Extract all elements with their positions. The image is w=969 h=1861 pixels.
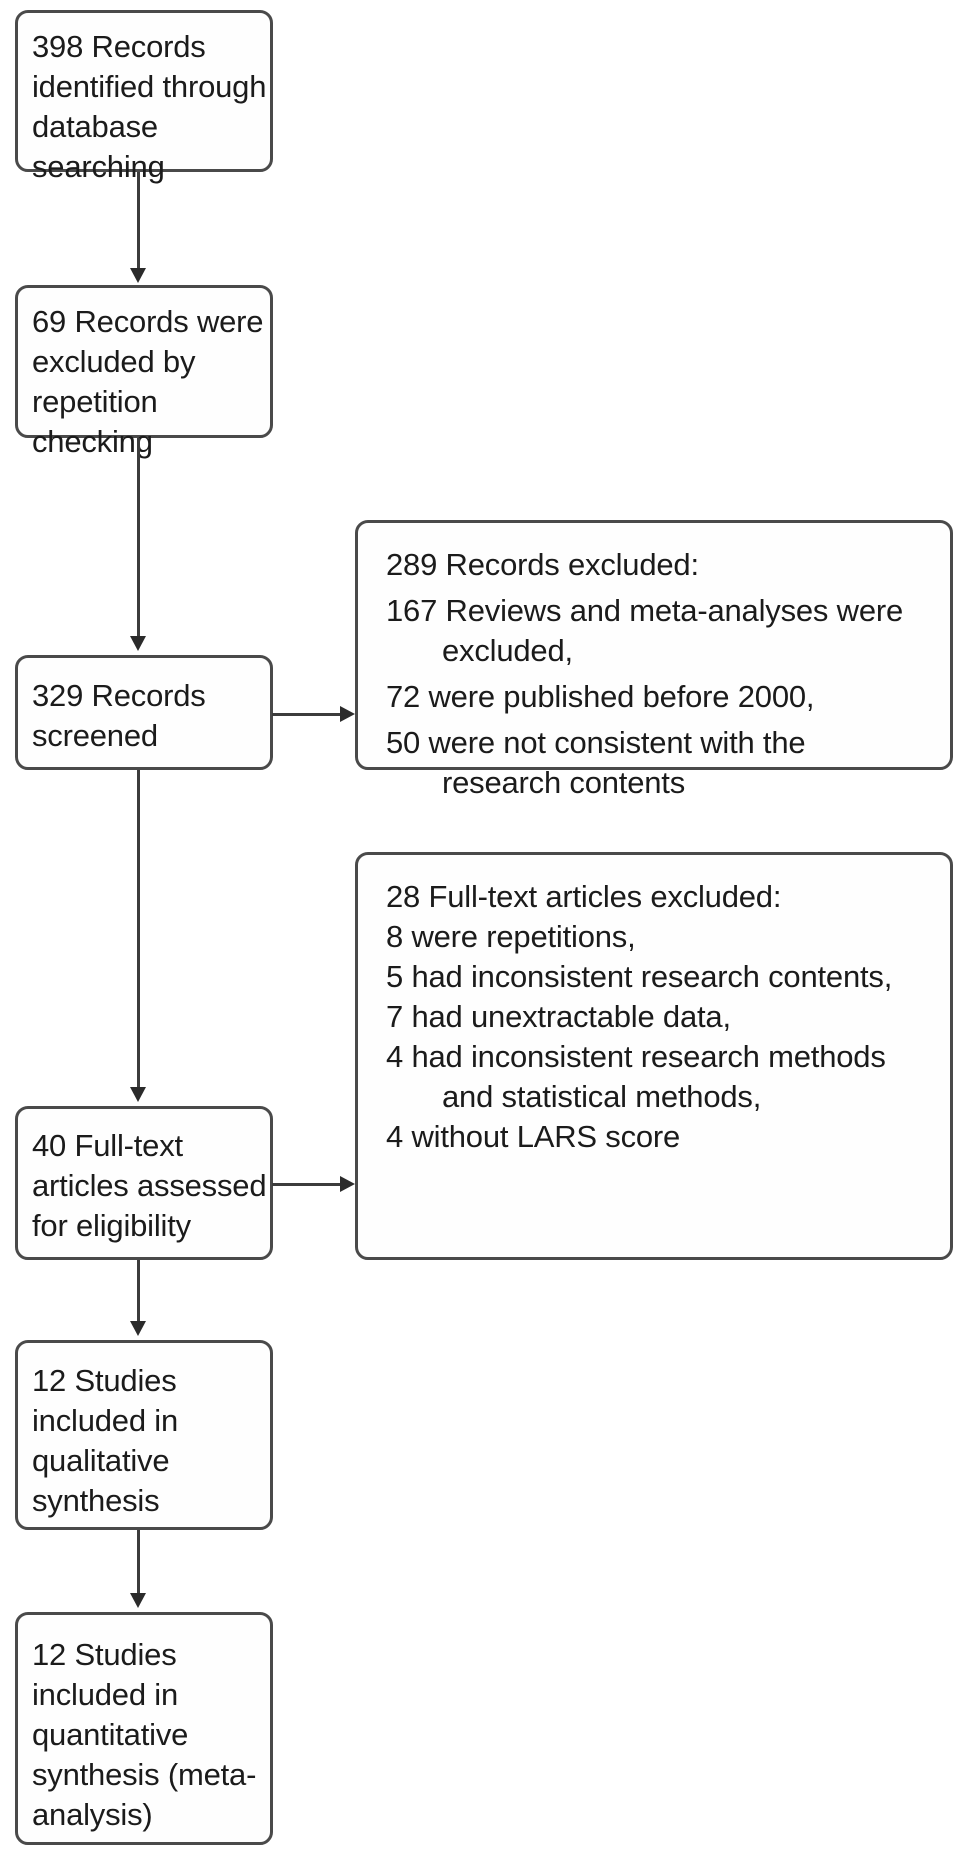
box-fulltext-excluded-detail: 28 Full-text articles excluded: 8 were r… bbox=[355, 852, 953, 1260]
arrowhead-fulltext-to-qualitative bbox=[130, 1321, 146, 1336]
arrowhead-qualitative-to-quantitative bbox=[130, 1593, 146, 1608]
records-excluded-reason-1-cont: excluded, bbox=[442, 633, 573, 668]
box-fulltext-assessed-text: 40 Full-text articles assessed for eligi… bbox=[32, 1128, 267, 1243]
fulltext-excluded-heading: 28 Full-text articles excluded: bbox=[386, 879, 782, 914]
connector-fulltext-to-qualitative bbox=[137, 1260, 140, 1323]
fulltext-excluded-reason-3: 7 had unextractable data, bbox=[386, 999, 731, 1034]
box-quantitative-synthesis: 12 Studies included in quantitative synt… bbox=[15, 1612, 273, 1845]
arrowhead-fulltext-to-fulltext-excluded bbox=[340, 1176, 355, 1192]
fulltext-excluded-reason-1: 8 were repetitions, bbox=[386, 919, 636, 954]
records-excluded-reason-1: 167 Reviews and meta-analyses were bbox=[386, 593, 904, 628]
connector-fulltext-to-fulltext-excluded bbox=[272, 1183, 344, 1186]
box-records-identified-text: 398 Records identified through database … bbox=[32, 29, 267, 184]
arrowhead-duplicates-to-screened bbox=[130, 636, 146, 651]
fulltext-excluded-reason-4-cont: and statistical methods, bbox=[442, 1079, 762, 1114]
box-qualitative-synthesis-text: 12 Studies included in qualitative synth… bbox=[32, 1363, 179, 1518]
box-qualitative-synthesis: 12 Studies included in qualitative synth… bbox=[15, 1340, 273, 1530]
arrowhead-screened-to-records-excluded bbox=[340, 706, 355, 722]
connector-qualitative-to-quantitative bbox=[137, 1530, 140, 1595]
box-fulltext-assessed: 40 Full-text articles assessed for eligi… bbox=[15, 1106, 273, 1260]
box-records-screened-text: 329 Records screened bbox=[32, 678, 206, 753]
connector-identified-to-duplicates bbox=[137, 172, 140, 270]
records-excluded-reason-3: 50 were not consistent with the bbox=[386, 725, 806, 760]
records-excluded-heading: 289 Records excluded: bbox=[386, 547, 699, 582]
fulltext-excluded-reason-4: 4 had inconsistent research methods bbox=[386, 1039, 886, 1074]
box-records-excluded-detail: 289 Records excluded: 167 Reviews and me… bbox=[355, 520, 953, 800]
records-excluded-reason-2: 72 were published before 2000, bbox=[386, 679, 815, 714]
arrowhead-identified-to-duplicates bbox=[130, 268, 146, 283]
fulltext-excluded-reason-2: 5 had inconsistent research contents, bbox=[386, 959, 893, 994]
fulltext-excluded-reason-5: 4 without LARS score bbox=[386, 1119, 681, 1154]
box-quantitative-synthesis-text: 12 Studies included in quantitative synt… bbox=[32, 1637, 257, 1832]
connector-screened-to-fulltext bbox=[137, 770, 140, 1089]
connector-screened-to-records-excluded bbox=[272, 713, 344, 716]
arrowhead-screened-to-fulltext bbox=[130, 1087, 146, 1102]
box-records-excluded-repetition: 69 Records were excluded by repetition c… bbox=[15, 285, 273, 459]
records-excluded-reason-3-cont: research contents bbox=[442, 765, 686, 800]
box-records-excluded-repetition-text: 69 Records were excluded by repetition c… bbox=[32, 304, 264, 459]
box-records-identified: 398 Records identified through database … bbox=[15, 10, 273, 184]
connector-duplicates-to-screened bbox=[137, 438, 140, 638]
box-records-screened: 329 Records screened bbox=[15, 655, 273, 770]
